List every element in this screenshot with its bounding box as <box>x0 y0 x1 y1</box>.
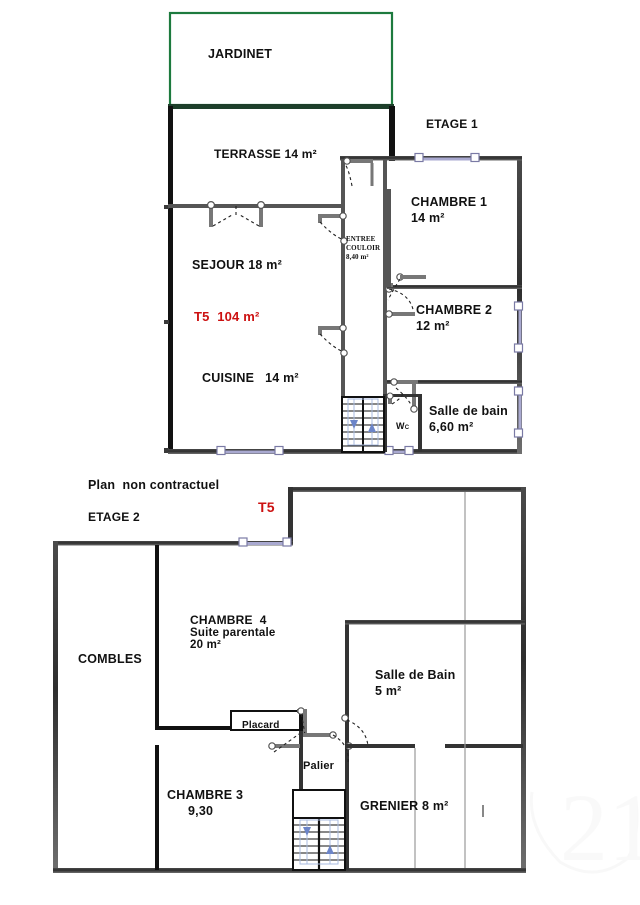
room-label-combles: COMBLES <box>78 652 142 666</box>
exterior-wall-left <box>168 106 173 454</box>
terrasse-top-wall <box>168 104 394 109</box>
unit-label-t5-floor2: T5 <box>258 499 275 515</box>
combles-divider-wall-lower <box>155 745 159 870</box>
door-wc <box>386 391 405 405</box>
room-label-wc: Wc <box>396 421 410 431</box>
staircase-floor2 <box>292 789 346 871</box>
sdb2-top-wall <box>345 620 525 625</box>
room-label-jardinet: JARDINET <box>208 47 273 61</box>
door-chambre1 <box>385 285 415 318</box>
room-label-chambre-3: CHAMBRE 3 <box>167 788 244 802</box>
palier-right-wall <box>345 745 349 870</box>
floor2-bottom-wall <box>53 868 526 873</box>
combles-divider-wall <box>155 545 159 729</box>
room-label-entree-line2: COULOIR <box>346 244 381 252</box>
door-placard <box>297 707 307 736</box>
window-right-1 <box>513 301 524 353</box>
room-label-palier: Palier <box>303 760 335 772</box>
placard-right-wall <box>299 711 303 731</box>
floor2-left-wall <box>53 541 58 872</box>
level-label-etage-2: ETAGE 2 <box>88 510 140 524</box>
room-area-salle-de-bain-2: 5 m² <box>375 684 402 698</box>
room-label-salle-de-bain-1: Salle de bain <box>429 404 509 418</box>
floor-2-group <box>53 487 526 873</box>
room-label-chambre-2: CHAMBRE 2 <box>416 303 493 317</box>
floor2-upper-top-wall <box>288 487 526 492</box>
level-label-etage-1: ETAGE 1 <box>426 117 478 131</box>
plan-disclaimer: Plan non contractuel <box>88 478 220 492</box>
door-chambre3-palier <box>268 733 300 753</box>
door-chambre4-palier <box>303 731 349 763</box>
sdb2-left-wall <box>345 620 349 746</box>
door-sejour-corridor-1 <box>318 212 348 245</box>
chambre2-left-wall <box>387 189 391 287</box>
wc-right-wall <box>418 396 422 452</box>
room-label-chambre-1: CHAMBRE 1 <box>411 195 488 209</box>
grenier-top-wall <box>345 744 415 748</box>
wall-nub <box>164 320 169 324</box>
watermark-21: 21 <box>529 774 640 881</box>
chambre4-bottom-wall <box>155 726 231 730</box>
room-area-chambre-4: 20 m² <box>190 639 222 651</box>
room-sublabel-chambre-4: Suite parentale <box>190 627 276 639</box>
door-corridor-top <box>343 157 374 187</box>
room-label-terrasse: TERRASSE 14 m² <box>214 147 317 161</box>
room-label-entree-line1: ENTREE <box>346 235 376 243</box>
unit-area-label-t5: T5 104 m² <box>194 309 260 324</box>
window-bottom-2 <box>384 445 414 456</box>
terrasse-right-wall <box>389 106 395 161</box>
jardinet-outline <box>168 11 394 107</box>
staircase-floor1 <box>341 396 385 453</box>
door-sejour-corridor-2 <box>318 324 348 357</box>
room-label-grenier: GRENIER 8 m² <box>360 799 449 813</box>
terrasse-sejour-wall <box>168 204 344 208</box>
corridor-left-wall <box>341 160 345 452</box>
grenier-top-wall-right <box>445 744 523 748</box>
floor2-top-wall <box>53 541 293 546</box>
window-bottom-1 <box>216 445 284 456</box>
room-label-cuisine: CUISINE 14 m² <box>202 371 299 385</box>
floor2-upper-left-wall <box>288 487 293 544</box>
wall-nub <box>164 205 169 209</box>
room-area-chambre-1: 14 m² <box>411 211 445 225</box>
room-label-chambre-4: CHAMBRE 4 <box>190 613 267 627</box>
room-area-entree: 8,40 m² <box>346 253 369 261</box>
room-label-salle-de-bain-2: Salle de Bain <box>375 668 456 682</box>
room-area-chambre-3: 9,30 <box>188 804 214 818</box>
room-label-placard: Placard <box>242 720 280 731</box>
window-chambre1 <box>414 152 480 163</box>
wall-nub <box>164 448 169 453</box>
palier-left-wall <box>299 731 303 791</box>
chambre2-sdb-wall <box>387 380 522 384</box>
window-floor2-entry <box>238 537 292 547</box>
corridor-right-wall <box>383 160 387 452</box>
chambre1-chambre2-wall <box>387 285 522 289</box>
room-label-sejour: SEJOUR 18 m² <box>192 258 282 272</box>
floor-1-group <box>164 11 524 456</box>
room-area-chambre-2: 12 m² <box>416 319 450 333</box>
floor2-right-wall <box>521 487 526 872</box>
door-terrasse-sejour <box>207 201 266 227</box>
window-right-2 <box>513 386 524 438</box>
room-area-salle-de-bain-1: 6,60 m² <box>429 420 474 434</box>
svg-text:21: 21 <box>560 774 640 881</box>
